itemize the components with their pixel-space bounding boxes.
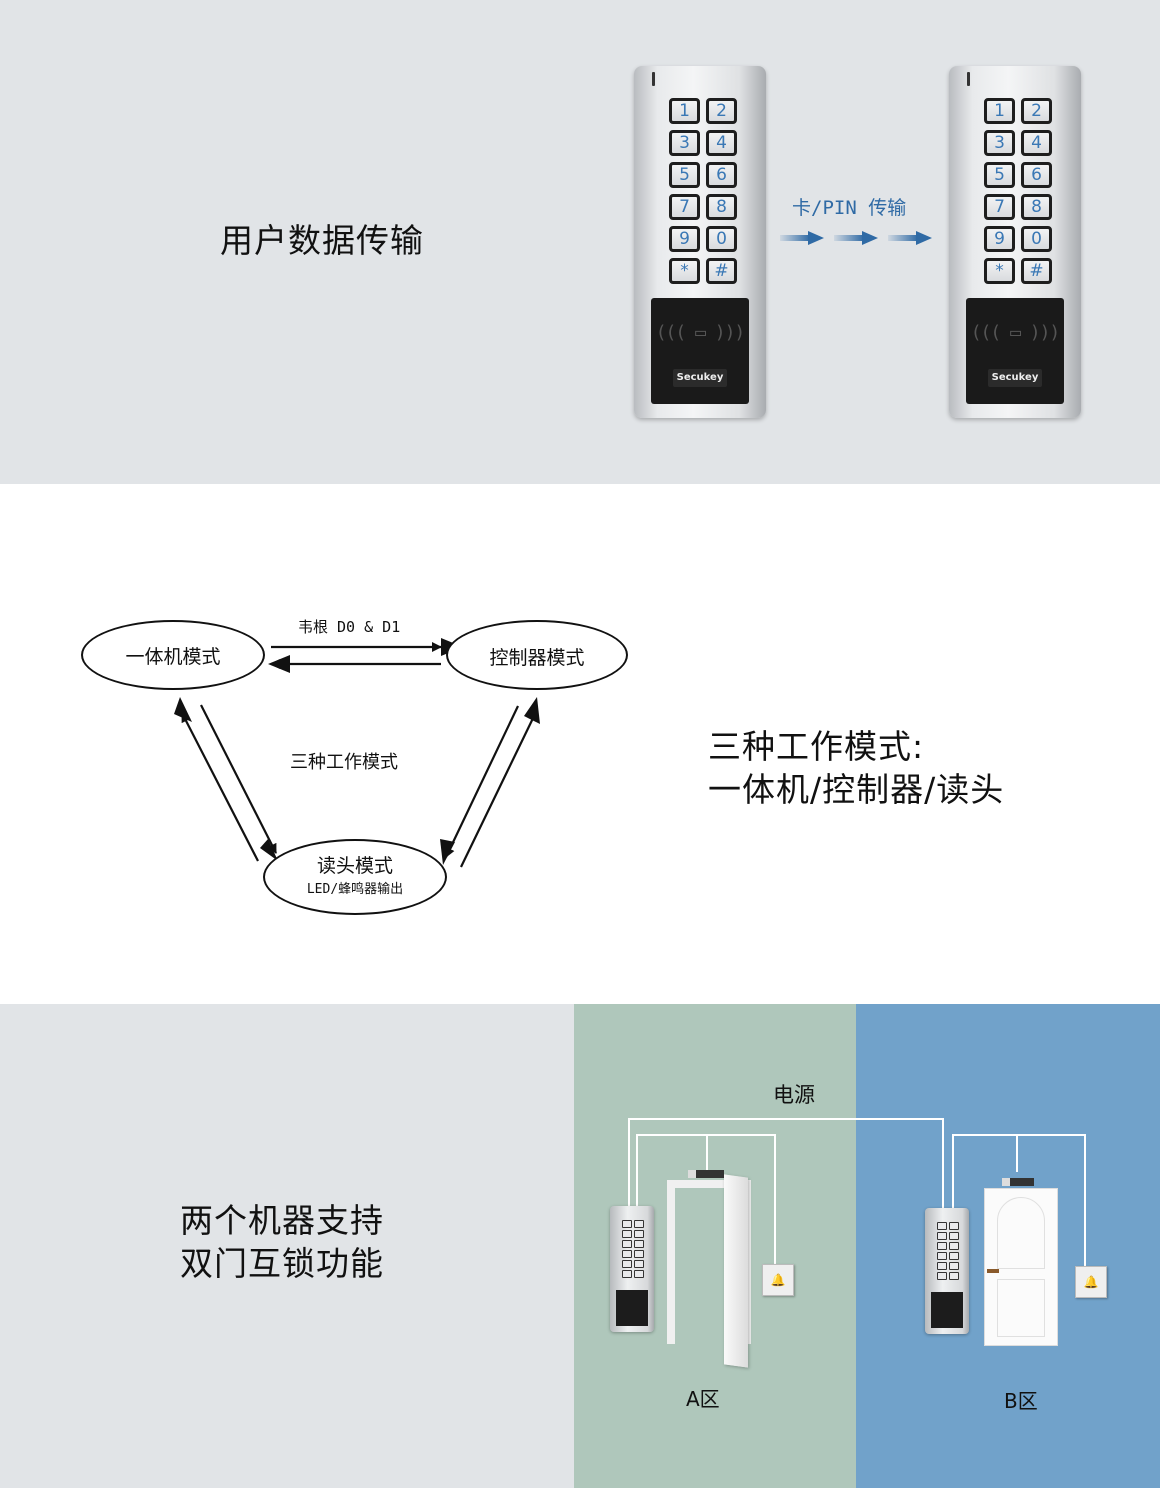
arrow-standalone-to-reader: [200, 704, 277, 854]
lock-wire-b: [952, 1134, 1086, 1136]
magnetic-lock-b: [1002, 1178, 1034, 1186]
node-label: 读头模式: [316, 855, 393, 877]
power-label: 电源: [773, 1083, 815, 1107]
node-label: 控制器模式: [489, 647, 585, 669]
rfid-icon: ((( ▭ ))): [655, 322, 746, 343]
key-1: 1: [984, 98, 1015, 124]
bell-icon: 🔔: [1083, 1275, 1099, 1289]
arrow-reader-to-controller: [460, 711, 537, 868]
key-hash: #: [706, 258, 737, 284]
arrow-right-icon: [888, 231, 932, 245]
status-led: [967, 72, 970, 86]
bell-icon: 🔔: [770, 1273, 786, 1287]
keypad: 1 2 3 4 5 6 7 8 9 0 * #: [669, 98, 737, 284]
section-title-work-modes: 三种工作模式: 一体机/控制器/读头: [708, 726, 1004, 812]
door-open-a: [724, 1174, 748, 1368]
door-closed-b: [984, 1188, 1058, 1346]
magnetic-lock-a: [688, 1170, 724, 1178]
key-hash: #: [1021, 258, 1052, 284]
keypad-device-zone-b: [925, 1208, 969, 1334]
brand-logo: Secukey: [673, 369, 727, 387]
key-7: 7: [669, 194, 700, 220]
arrow-right-icon: [780, 231, 824, 245]
node-controller-mode: 控制器模式: [446, 620, 628, 690]
keypad-device-source: 1 2 3 4 5 6 7 8 9 0 * # ((( ▭ ))) Secuke…: [634, 66, 766, 418]
node-sublabel: LED/蜂鸣器输出: [306, 882, 404, 897]
door-handle: [987, 1269, 999, 1273]
keypad-device-zone-a: [610, 1206, 654, 1332]
lock-wire-b: [1016, 1134, 1018, 1172]
key-5: 5: [984, 162, 1015, 188]
key-4: 4: [706, 130, 737, 156]
power-wire: [628, 1118, 944, 1120]
rfid-icon: ((( ▭ ))): [970, 322, 1061, 343]
arrow-right-icon: [834, 231, 878, 245]
key-2: 2: [706, 98, 737, 124]
card-reader-area: ((( ▭ ))) Secukey: [966, 298, 1064, 404]
exit-button-b: 🔔: [1075, 1266, 1107, 1298]
user-data-transfer-section: 用户数据传输 1 2 3 4 5 6 7 8 9 0 * # ((( ▭ )))…: [0, 0, 1160, 484]
mode-diagram-arrows: [174, 638, 540, 868]
node-standalone-mode: 一体机模式: [81, 620, 265, 690]
section-title-interlock: 两个机器支持 双门互锁功能: [180, 1200, 384, 1286]
arrow-controller-to-reader: [445, 705, 519, 858]
key-8: 8: [706, 194, 737, 220]
key-4: 4: [1021, 130, 1052, 156]
key-star: *: [984, 258, 1015, 284]
key-0: 0: [1021, 226, 1052, 252]
lock-wire-a: [774, 1134, 776, 1264]
door-panel-bottom: [997, 1279, 1045, 1337]
key-0: 0: [706, 226, 737, 252]
node-label: 一体机模式: [125, 646, 221, 668]
key-2: 2: [1021, 98, 1052, 124]
power-wire: [942, 1118, 944, 1208]
headline-line-2: 双门互锁功能: [180, 1243, 384, 1283]
keypad: 1 2 3 4 5 6 7 8 9 0 * #: [984, 98, 1052, 284]
keypad-device-target: 1 2 3 4 5 6 7 8 9 0 * # ((( ▭ ))) Secuke…: [949, 66, 1081, 418]
status-led: [652, 72, 655, 86]
key-5: 5: [669, 162, 700, 188]
key-3: 3: [669, 130, 700, 156]
diagram-center-label: 三种工作模式: [290, 752, 398, 773]
edge-label-wiegand: 韦根 D0 & D1: [298, 618, 401, 636]
headline-line-2: 一体机/控制器/读头: [708, 769, 1005, 809]
key-star: *: [669, 258, 700, 284]
lock-wire-a: [636, 1134, 638, 1208]
door-panel-top: [997, 1197, 1045, 1269]
arrow-reader-to-standalone: [181, 712, 259, 862]
key-6: 6: [706, 162, 737, 188]
card-reader-area: ((( ▭ ))) Secukey: [651, 298, 749, 404]
key-9: 9: [669, 226, 700, 252]
lock-wire-b: [952, 1134, 954, 1208]
section-title-data-transfer: 用户数据传输: [220, 221, 424, 260]
key-3: 3: [984, 130, 1015, 156]
key-1: 1: [669, 98, 700, 124]
zone-b-label: B区: [1004, 1389, 1038, 1413]
interlock-section: 两个机器支持 双门互锁功能 电源 🔔 A区 🔔 B区: [0, 1004, 1160, 1488]
key-9: 9: [984, 226, 1015, 252]
node-reader-mode: 读头模式 LED/蜂鸣器输出: [263, 839, 447, 915]
lock-wire-b: [1084, 1134, 1086, 1268]
headline-line-1: 两个机器支持: [180, 1201, 384, 1240]
brand-logo: Secukey: [988, 369, 1042, 387]
transfer-label: 卡/PIN 传输: [792, 197, 907, 219]
lock-wire-a: [706, 1134, 708, 1170]
work-modes-section: 一体机模式 控制器模式 读头模式 LED/蜂鸣器输出 韦根 D0 & D1 三种…: [0, 484, 1160, 1004]
key-8: 8: [1021, 194, 1052, 220]
key-6: 6: [1021, 162, 1052, 188]
headline-line-1: 三种工作模式:: [708, 727, 925, 766]
key-7: 7: [984, 194, 1015, 220]
zone-a-label: A区: [686, 1387, 720, 1411]
exit-button-a: 🔔: [762, 1264, 794, 1296]
power-wire: [628, 1118, 630, 1208]
